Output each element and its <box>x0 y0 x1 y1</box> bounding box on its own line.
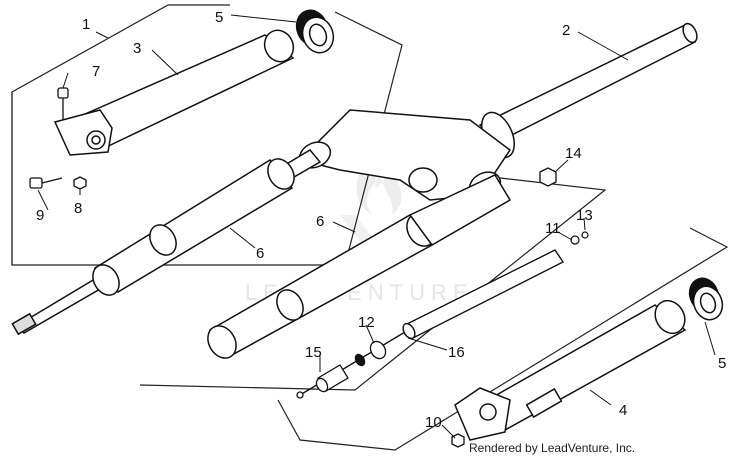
part-3-outer-tube <box>53 29 295 156</box>
callout-11: 11 <box>545 220 561 237</box>
callout-8: 8 <box>74 200 82 217</box>
part-14-nut <box>539 167 557 187</box>
callout-13: 13 <box>576 207 593 224</box>
callout-12: 12 <box>358 314 375 331</box>
callout-10: 10 <box>425 414 442 431</box>
callout-14: 14 <box>565 145 582 162</box>
part-11-13-small-parts <box>570 231 589 245</box>
callout-labels: 1 2 3 4 5 5 6 6 7 8 9 10 11 12 13 14 15 … <box>36 9 726 431</box>
part-5-seal-upper <box>295 9 335 54</box>
callout-7: 7 <box>92 63 100 80</box>
part-10-bolt <box>451 433 465 448</box>
callout-15: 15 <box>305 344 322 361</box>
callout-4: 4 <box>619 402 627 419</box>
callout-16: 16 <box>448 344 465 361</box>
leader-lines <box>37 14 716 439</box>
callout-2: 2 <box>562 22 570 39</box>
part-8-nut <box>73 176 87 190</box>
part-12-washer <box>354 340 387 367</box>
part-9-bolt <box>29 177 63 189</box>
render-credit: Rendered by LeadVenture, Inc. <box>469 441 635 455</box>
callout-9: 9 <box>36 207 44 224</box>
callout-5-upper: 5 <box>215 9 223 26</box>
part-6-sleeve-right <box>207 174 512 359</box>
part-5-seal-lower <box>688 277 724 321</box>
callout-3: 3 <box>133 40 141 57</box>
callout-1: 1 <box>82 16 90 33</box>
part-7-bolt <box>57 87 69 120</box>
callout-6-right: 6 <box>316 213 324 230</box>
part-15-bushing <box>296 364 349 399</box>
callout-5-lower: 5 <box>718 355 726 372</box>
assembly-4-frame <box>277 227 729 451</box>
part-6-sleeve-left <box>92 158 295 296</box>
part-4-lower-slider <box>454 299 687 441</box>
part-2-steering-stem <box>298 22 698 201</box>
callout-6-left: 6 <box>256 245 264 262</box>
